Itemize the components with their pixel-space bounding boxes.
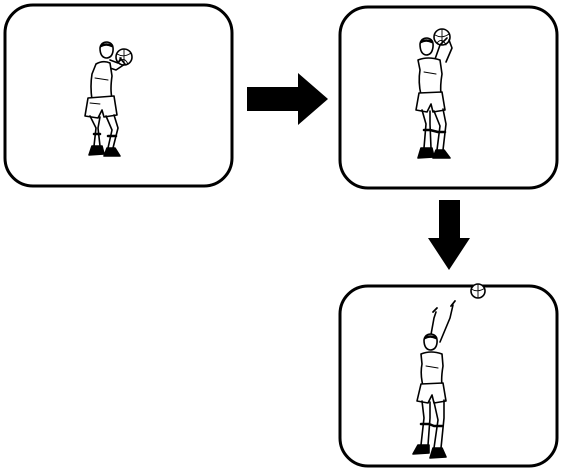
- arrow-down-icon: [428, 200, 470, 270]
- panel-3: [340, 284, 557, 466]
- panel-1: [5, 5, 232, 186]
- panel-2: [340, 7, 557, 188]
- arrow-right-icon: [247, 73, 328, 125]
- panel-1-frame: [5, 5, 232, 186]
- panel-3-frame: [340, 286, 557, 466]
